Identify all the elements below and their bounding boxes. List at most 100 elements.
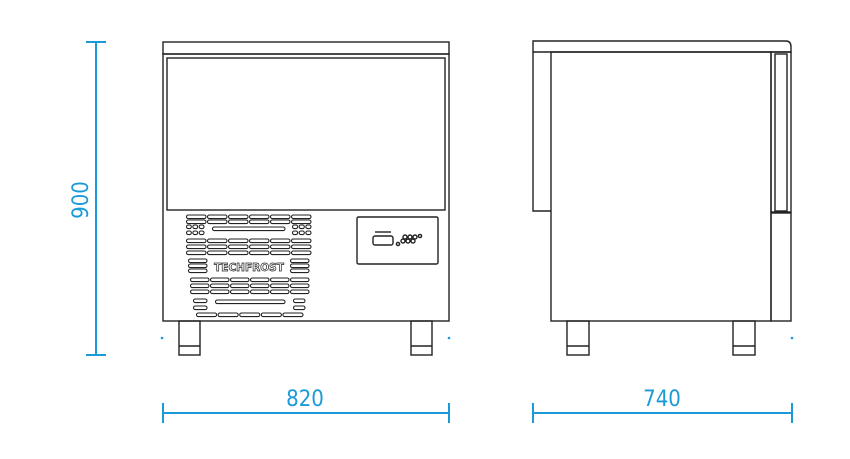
vent-slot [229,283,250,289]
front-leg-right [410,320,433,356]
side-top-worktop [532,40,792,53]
vent-slot [269,238,291,244]
vent-slot [269,277,290,283]
vent-slot [192,305,208,311]
width-label: 820 [286,387,324,412]
vent-slot [290,250,312,256]
vent-slot [298,230,305,236]
vent-slot [290,238,312,244]
vent-slot [289,277,310,283]
vent-slot [249,277,270,283]
vent-slot [269,283,290,289]
vent-slot [187,263,208,269]
vent-slot [185,250,207,256]
vent-slot [290,219,312,225]
height-label: 900 [69,181,94,219]
brand-logo: TECHFROST [214,262,285,274]
vent-slot [229,289,250,295]
buttons-icon [395,233,423,247]
vent-slot [189,277,210,283]
vent-slot [209,277,230,283]
vent-slot [239,312,261,318]
side-door-edge [532,52,551,212]
vent-slot [227,238,249,244]
display-icon [372,235,394,246]
vent-slot [211,226,286,232]
side-body [550,51,772,322]
control-panel [356,216,439,265]
vent-slot [289,283,310,289]
vent-slot [269,219,291,225]
vent-slot [305,230,312,236]
vent-slot [185,224,192,230]
vent-slot [206,214,228,220]
vent-slot [269,244,291,250]
front-view: TECHFROST [160,41,451,356]
vent-slot [227,214,249,220]
vent-slot [248,238,270,244]
vent-slot [206,244,228,250]
vent-slot [229,277,250,283]
side-view [532,40,794,356]
vent-slot [187,258,208,264]
vent-slot [248,219,270,225]
vent-slot [195,312,218,318]
vent-slot [289,289,310,295]
vent-slot [185,214,207,220]
vent-slot [192,230,199,236]
depth-label: 740 [643,387,681,412]
vent-slot [185,230,192,236]
vent-slot [289,258,310,264]
vent-slot [269,214,291,220]
vent-slot [248,250,270,256]
vent-slot [206,250,228,256]
vent-slot [192,298,208,304]
vent-slot [290,214,312,220]
vent-slot [192,224,199,230]
vent-slot [282,312,304,318]
vent-slot [269,250,291,256]
height-dimension: 900 [69,41,106,356]
width-dimension: 820 [162,387,450,423]
vent-slot [206,219,228,225]
front-top-worktop [162,41,450,55]
vent-slot [248,244,270,250]
vent-slot [189,283,210,289]
vent-slot [217,312,239,318]
vent-slot [189,289,210,295]
vent-slot [227,244,249,250]
vent-slot [289,263,310,269]
vent-slot [269,289,290,295]
vent-slot [209,289,230,295]
side-leg-rear [732,320,756,356]
vent-slot [291,224,299,230]
side-rear-upper [770,51,792,213]
vent-slot [260,312,282,318]
front-door-panel [166,57,446,211]
vent-slot [290,244,312,250]
vent-slot [292,305,306,311]
vent-slot [291,230,299,236]
vent-slot [187,268,208,274]
vent-slot [209,283,230,289]
vent-slot [198,230,205,236]
vent-slot [198,224,205,230]
vent-slot [214,299,286,305]
vent-slot [185,244,207,250]
vent-slot [292,298,306,304]
ventilation-grille [185,214,312,318]
vent-slot [185,219,207,225]
vent-slot [289,268,310,274]
depth-dimension: 740 [532,387,793,423]
vent-slot [249,283,270,289]
vent-slot [185,238,207,244]
side-leg-front [566,320,590,356]
vent-slot [248,214,270,220]
vent-slot [227,250,249,256]
vent-slot [227,219,249,225]
vent-slot [305,224,312,230]
vent-slot [298,224,305,230]
front-leg-left [178,320,201,356]
vent-slot [249,289,270,295]
